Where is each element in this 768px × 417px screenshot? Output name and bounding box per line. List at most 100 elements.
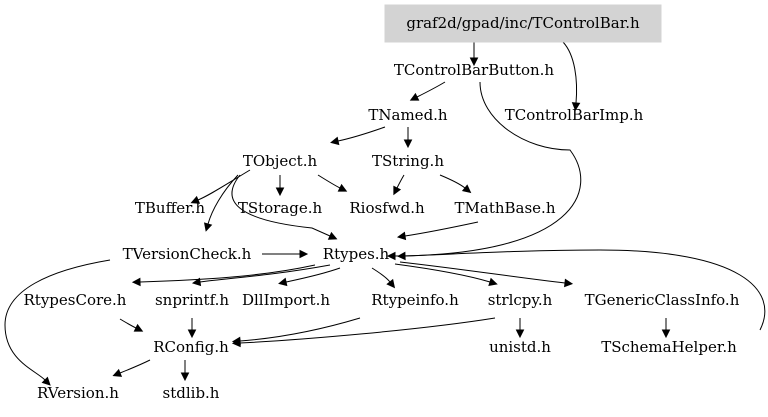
node-rversion[interactable]: RVersion.h	[37, 384, 119, 402]
node-rtypes[interactable]: Rtypes.h	[323, 245, 390, 263]
edge-tcontrolbarbutton-to-tnamed	[409, 81, 446, 101]
node-tmathbase[interactable]: TMathBase.h	[455, 199, 556, 217]
edge-tstring-to-tmathbase	[439, 174, 472, 194]
edge-rtypes-to-tgenericclassinfo	[399, 261, 574, 288]
edge-arrowhead	[396, 251, 406, 261]
edge-tobject-to-riosfwd	[317, 174, 348, 192]
edge-arrowhead	[180, 372, 190, 382]
edge-arrowhead	[278, 277, 288, 287]
edge-arrowhead	[515, 329, 525, 339]
node-riosfwd[interactable]: Riosfwd.h	[349, 199, 425, 217]
edge-arrowhead	[299, 249, 309, 259]
edge-line	[285, 267, 341, 283]
edge-rtypes-to-rtypeinfo	[371, 267, 396, 289]
edge-line	[207, 174, 239, 225]
node-rconfig[interactable]: RConfig.h	[153, 338, 229, 356]
node-snprintf[interactable]: snprintf.h	[155, 291, 229, 309]
edge-rtypes-to-rtypescore	[131, 264, 316, 287]
edge-arrowhead	[190, 195, 201, 204]
edge-root-to-tcontrolbarimp	[562, 41, 581, 112]
edge-line	[399, 261, 566, 284]
node-tcontrolbarimp[interactable]: TControlBarImp.h	[505, 106, 644, 124]
node-tnamed[interactable]: TNamed.h	[368, 106, 448, 124]
edge-rtypescore-to-rconfig	[119, 318, 144, 332]
edge-line	[404, 249, 766, 331]
edge-arrowhead	[564, 278, 574, 288]
node-tschemahelper[interactable]: TSchemaHelper.h	[601, 338, 737, 356]
node-unistd[interactable]: unistd.h	[489, 338, 551, 356]
edge-tobject-to-rtypes	[231, 174, 338, 240]
node-tbuffer[interactable]: TBuffer.h	[135, 199, 206, 217]
edge-arrowhead	[133, 323, 144, 332]
edge-tnamed-to-tstring	[403, 127, 413, 149]
edge-arrowhead	[112, 368, 123, 377]
edge-arrowhead	[661, 329, 671, 339]
edge-line	[239, 317, 361, 342]
edge-arrowhead	[337, 183, 348, 192]
edge-line	[416, 81, 446, 98]
edge-line	[439, 174, 466, 189]
edge-arrowhead	[330, 136, 340, 146]
edge-line	[337, 126, 386, 142]
node-rtypescore[interactable]: RtypesCore.h	[24, 291, 127, 309]
edge-line	[139, 264, 316, 283]
edge-tobject-to-tstorage	[275, 175, 285, 197]
node-tversioncheck[interactable]: TVersionCheck.h	[123, 245, 252, 263]
edge-line	[562, 41, 578, 104]
edge-rtypes-to-dllimport	[278, 267, 341, 287]
node-tstorage[interactable]: TStorage.h	[238, 199, 323, 217]
edge-arrowhead	[461, 184, 472, 194]
edge-rconfig-to-stdlib	[180, 360, 190, 382]
edge-rtypeinfo-to-rconfig	[231, 317, 361, 346]
edge-arrowhead	[571, 102, 581, 112]
edge-tgenericclassinfo-to-tschemahelper	[661, 318, 671, 339]
node-rtypeinfo[interactable]: Rtypeinfo.h	[371, 291, 459, 309]
node-tstring[interactable]: TString.h	[372, 152, 444, 170]
node-root-file: graf2d/gpad/inc/TControlBar.h	[384, 4, 662, 43]
edge-strlcpy-to-rconfig	[231, 317, 496, 348]
node-dllimport[interactable]: DllImport.h	[242, 291, 330, 309]
edge-line	[394, 263, 491, 283]
edge-arrowhead	[386, 278, 396, 289]
edge-tversioncheck-to-rversion	[4, 259, 111, 386]
edge-arrowhead	[231, 338, 241, 348]
node-strlcpy[interactable]: strlcpy.h	[488, 291, 553, 309]
edge-tobject-to-tbuffer	[190, 169, 251, 204]
node-tgenericclassinfo[interactable]: TGenericClassInfo.h	[585, 291, 740, 309]
edge-arrowhead	[396, 231, 407, 241]
edge-line	[371, 267, 391, 283]
edge-arrowhead	[131, 277, 141, 287]
edge-arrowhead	[187, 329, 197, 339]
edge-arrowhead	[393, 185, 402, 196]
edge-tversioncheck-to-rtypes	[262, 249, 309, 259]
dependency-edges	[4, 41, 766, 386]
edge-root-to-tcontrolbarbutton	[469, 42, 479, 67]
edge-arrowhead	[409, 92, 420, 101]
edge-arrowhead	[203, 222, 213, 232]
root-node-highlight	[384, 4, 662, 43]
edge-line	[396, 174, 405, 189]
edge-rtypes-to-snprintf	[191, 264, 331, 287]
node-tobject[interactable]: TObject.h	[243, 152, 318, 170]
edge-arrowhead	[469, 57, 479, 67]
edge-rconfig-to-rversion	[112, 359, 151, 377]
edge-line	[394, 81, 582, 257]
edge-line	[239, 317, 496, 344]
edge-line	[231, 174, 331, 237]
node-tcontrolbarbutton[interactable]: TControlBarButton.h	[394, 61, 555, 79]
edge-arrowhead	[191, 277, 202, 287]
edge-arrowhead	[386, 251, 396, 261]
edge-tmathbase-to-rtypes	[396, 221, 479, 241]
edge-tschemahelper-to-rtypes	[396, 249, 766, 331]
edge-line	[404, 221, 479, 237]
edge-line	[119, 359, 151, 374]
edge-line	[119, 318, 137, 329]
edge-arrowhead	[327, 231, 338, 240]
node-stdlib[interactable]: stdlib.h	[163, 384, 220, 402]
edge-snprintf-to-rconfig	[187, 318, 197, 339]
edge-tcontrolbarbutton-to-rtypes	[386, 81, 582, 261]
edge-arrowhead	[403, 139, 413, 149]
edge-tobject-to-tversioncheck	[203, 174, 239, 232]
edge-rtypes-to-strlcpy	[394, 263, 498, 286]
